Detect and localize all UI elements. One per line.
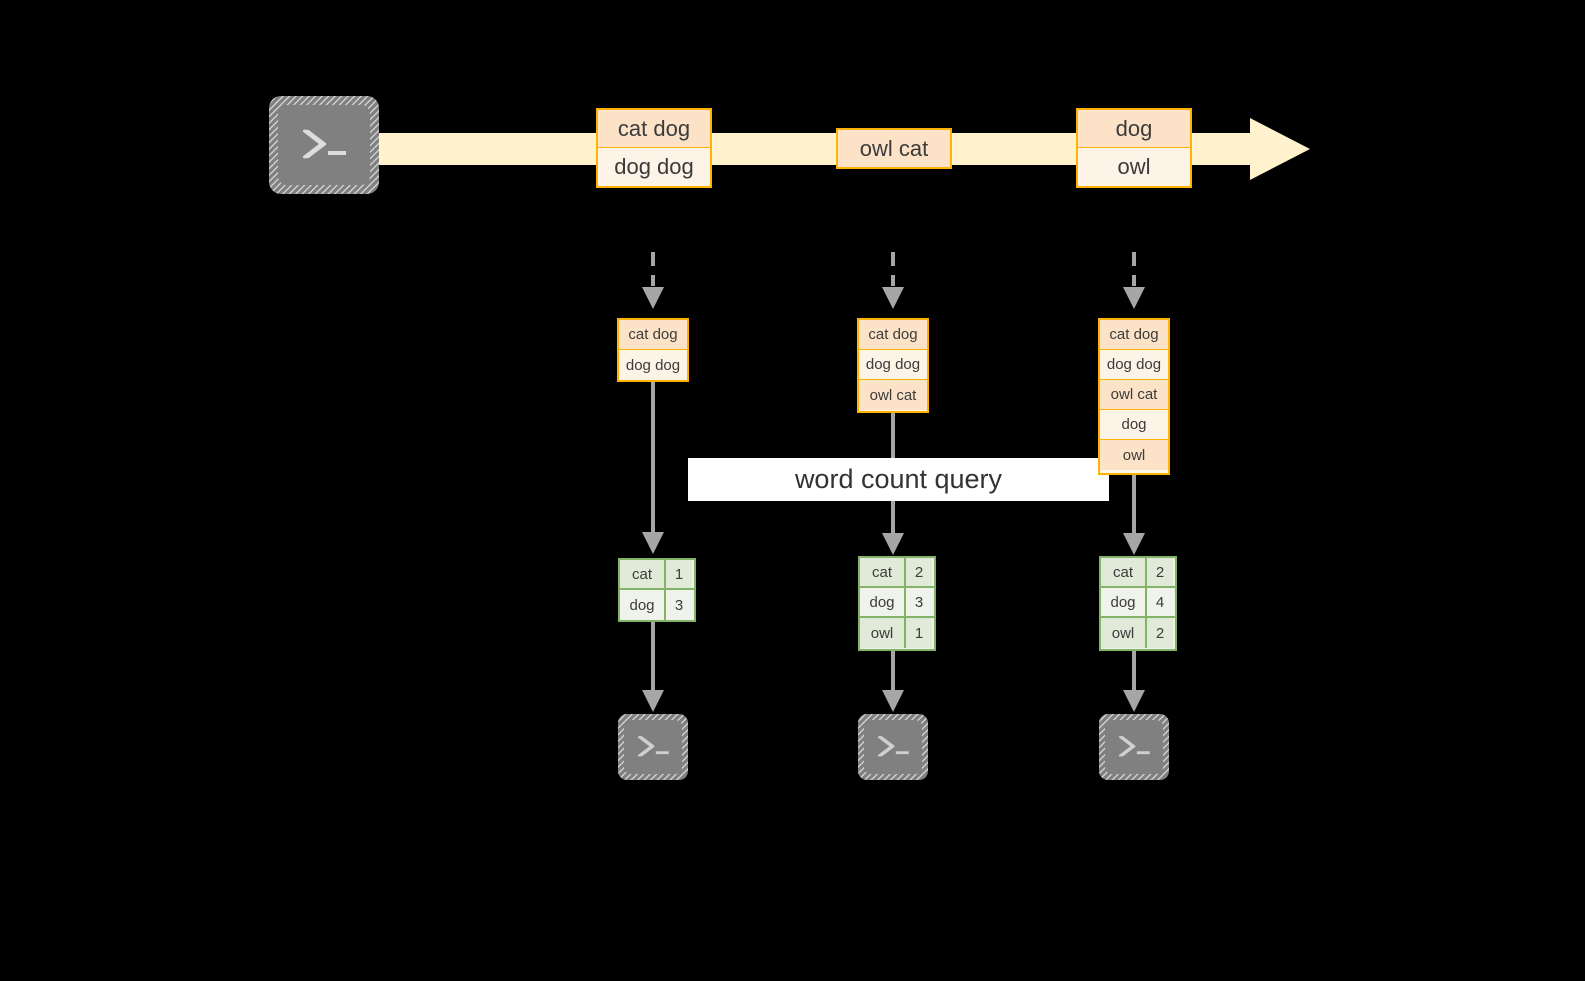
table-row: owl 2 xyxy=(1101,618,1175,648)
state-line: dog dog xyxy=(619,350,687,380)
result-count: 2 xyxy=(1147,558,1173,586)
column-3-result-table: cat 2 dog 4 owl 2 xyxy=(1099,556,1177,651)
result-word: owl xyxy=(860,618,906,648)
column-3-sink-terminal-icon xyxy=(1099,714,1169,780)
table-row: cat 2 xyxy=(860,558,934,588)
column-2-result-table: cat 2 dog 3 owl 1 xyxy=(858,556,936,651)
state-line: cat dog xyxy=(859,320,927,350)
result-word: cat xyxy=(860,558,906,586)
result-count: 1 xyxy=(906,618,932,648)
table-row: cat 2 xyxy=(1101,558,1175,588)
result-count: 3 xyxy=(906,588,932,616)
result-word: dog xyxy=(1101,588,1147,616)
stream-message-line: cat dog xyxy=(598,110,710,148)
column-3-result-to-sink-arrow xyxy=(1123,651,1145,712)
result-count: 3 xyxy=(666,590,692,620)
state-line: cat dog xyxy=(1100,320,1168,350)
result-word: dog xyxy=(860,588,906,616)
state-line: owl cat xyxy=(859,380,927,410)
table-row: dog 4 xyxy=(1101,588,1175,618)
column-2-result-to-sink-arrow xyxy=(882,651,904,712)
stream-message-3: dog owl xyxy=(1076,108,1192,188)
terminal-prompt-glyph xyxy=(877,736,909,757)
table-row: dog 3 xyxy=(860,588,934,618)
stream-message-1: cat dog dog dog xyxy=(596,108,712,188)
state-line: cat dog xyxy=(619,320,687,350)
column-3-state-box: cat dog dog dog owl cat dog owl xyxy=(1098,318,1170,475)
column-1-state-box: cat dog dog dog xyxy=(617,318,689,382)
column-3-stream-to-state-arrow xyxy=(1123,252,1145,309)
table-row: cat 1 xyxy=(620,560,694,590)
query-label-text: word count query xyxy=(794,464,1003,494)
column-1-state-to-result-arrow xyxy=(642,382,664,554)
result-count: 2 xyxy=(1147,618,1173,648)
stream-message-line: owl xyxy=(1078,148,1190,186)
stream-message-line: dog dog xyxy=(598,148,710,186)
query-label: word count query xyxy=(688,458,1109,501)
terminal-prompt-glyph xyxy=(637,736,669,757)
column-2-stream-to-state-arrow xyxy=(882,252,904,309)
result-word: owl xyxy=(1101,618,1147,648)
state-line: dog dog xyxy=(859,350,927,380)
stream-message-2: owl cat xyxy=(836,128,952,169)
table-row: dog 3 xyxy=(620,590,694,620)
column-1-stream-to-state-arrow xyxy=(642,252,664,309)
column-1-result-to-sink-arrow xyxy=(642,622,664,712)
stream-message-line: owl cat xyxy=(838,130,950,167)
table-row: owl 1 xyxy=(860,618,934,648)
state-line: dog dog xyxy=(1100,350,1168,380)
result-word: dog xyxy=(620,590,666,620)
column-1-sink-terminal-icon xyxy=(618,714,688,780)
column-2-sink-terminal-icon xyxy=(858,714,928,780)
result-count: 2 xyxy=(906,558,932,586)
terminal-prompt-glyph xyxy=(1118,736,1150,757)
source-terminal-icon xyxy=(269,96,379,194)
state-line: dog xyxy=(1100,410,1168,440)
state-line: owl cat xyxy=(1100,380,1168,410)
terminal-prompt-glyph xyxy=(302,129,346,159)
stream-message-line: dog xyxy=(1078,110,1190,148)
column-2-state-box: cat dog dog dog owl cat xyxy=(857,318,929,413)
result-word: cat xyxy=(1101,558,1147,586)
result-count: 4 xyxy=(1147,588,1173,616)
result-count: 1 xyxy=(666,560,692,588)
column-3-state-to-result-arrow xyxy=(1123,475,1145,555)
column-1-result-table: cat 1 dog 3 xyxy=(618,558,696,622)
state-line: owl xyxy=(1100,440,1168,470)
result-word: cat xyxy=(620,560,666,588)
